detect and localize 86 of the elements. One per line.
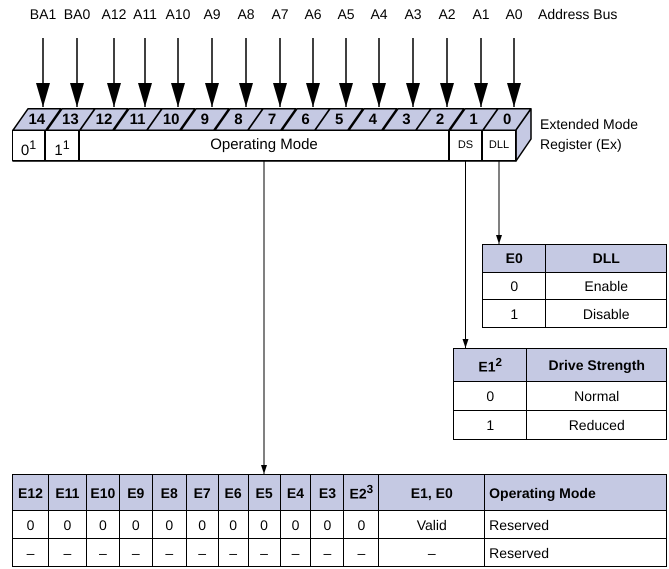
- table-cell: 0: [344, 510, 379, 538]
- table-cell: –: [186, 538, 218, 566]
- table-cell: –: [48, 538, 86, 566]
- arrow: [171, 38, 185, 107]
- table-cell: Reduced: [526, 410, 666, 440]
- table-cell: Normal: [526, 382, 666, 411]
- bit-number-cell: 5: [314, 108, 364, 131]
- register-label: Extended Mode Register (Ex): [540, 115, 640, 154]
- arrow: [261, 160, 267, 474]
- table-cell: 1: [454, 410, 527, 440]
- table-cell: –: [248, 538, 280, 566]
- header-cell: E1$^{2}$: [454, 348, 527, 382]
- table-cell: 0: [454, 382, 527, 411]
- arrow: [205, 38, 219, 107]
- register-field: 1$^{1}$: [45, 130, 79, 161]
- table-cell: –: [86, 538, 120, 566]
- header-cell: E7: [186, 474, 218, 510]
- table-cell: 0: [482, 272, 546, 300]
- arrow: [406, 38, 420, 107]
- table-cell: –: [280, 538, 311, 566]
- table-cell: 0: [186, 510, 218, 538]
- arrow: [36, 38, 50, 107]
- table-cell: 0: [119, 510, 152, 538]
- arrow: [474, 38, 488, 107]
- table-cell: Disable: [546, 300, 666, 328]
- arrow: [339, 38, 353, 107]
- table-cell: Valid: [378, 510, 485, 538]
- dll-table: [482, 244, 667, 328]
- table-cell: 1: [482, 300, 546, 328]
- header-cell: E10: [86, 474, 120, 510]
- arrow: [507, 38, 521, 107]
- table-cell: –: [152, 538, 186, 566]
- bit-number-cell: 7: [247, 108, 297, 131]
- bus-caption: Address Bus: [538, 6, 618, 22]
- header-cell: Operating Mode: [484, 474, 666, 510]
- table-cell: 0: [280, 510, 311, 538]
- register-field: 0$^{1}$: [12, 130, 45, 161]
- table-cell: –: [310, 538, 344, 566]
- header-cell: E4: [280, 474, 311, 510]
- bit-number-cell: 0: [482, 108, 532, 131]
- header-cell: E1, E0: [378, 474, 485, 510]
- drive-strength-table: [453, 348, 667, 440]
- register-field: DS: [449, 130, 482, 161]
- arrow: [273, 38, 287, 107]
- table-cell: Reserved: [484, 510, 666, 538]
- arrow: [306, 38, 320, 107]
- bit-number-cell: 2: [415, 108, 465, 131]
- arrow: [372, 38, 386, 107]
- arrow: [107, 38, 121, 107]
- header-cell: E5: [248, 474, 280, 510]
- table-cell: 0: [12, 510, 48, 538]
- header-cell: E3: [310, 474, 344, 510]
- table-cell: 0: [86, 510, 120, 538]
- header-cell: E12: [12, 474, 48, 510]
- table-cell: –: [378, 538, 485, 566]
- bit-number-cell: 9: [180, 108, 230, 131]
- table-cell: Reserved: [484, 538, 666, 566]
- header-cell: E0: [482, 244, 546, 272]
- header-cell: E8: [152, 474, 186, 510]
- table-cell: 0: [152, 510, 186, 538]
- table-cell: 0: [48, 510, 86, 538]
- header-cell: Drive Strength: [526, 348, 666, 382]
- table-cell: 0: [248, 510, 280, 538]
- table-cell: 0: [310, 510, 344, 538]
- bit-number-cell: 4: [348, 108, 398, 131]
- register-field: DLL: [482, 130, 516, 161]
- arrow: [496, 160, 502, 244]
- table-cell: 0: [218, 510, 248, 538]
- header-cell: E11: [48, 474, 86, 510]
- operating-mode-table: [12, 474, 667, 567]
- table-cell: –: [344, 538, 379, 566]
- arrow: [462, 160, 468, 348]
- table-cell: –: [12, 538, 48, 566]
- header-cell: E9: [119, 474, 152, 510]
- arrow: [70, 38, 84, 107]
- header-cell: E6: [218, 474, 248, 510]
- table-cell: Enable: [546, 272, 666, 300]
- bit-number-cell: 1: [448, 108, 498, 131]
- table-cell: –: [119, 538, 152, 566]
- header-cell: DLL: [546, 244, 666, 272]
- register-field: Operating Mode: [79, 130, 449, 161]
- header-cell: E2$^{3}$: [344, 474, 379, 510]
- table-cell: –: [218, 538, 248, 566]
- arrow: [239, 38, 253, 107]
- arrow: [440, 38, 454, 107]
- arrow: [138, 38, 152, 107]
